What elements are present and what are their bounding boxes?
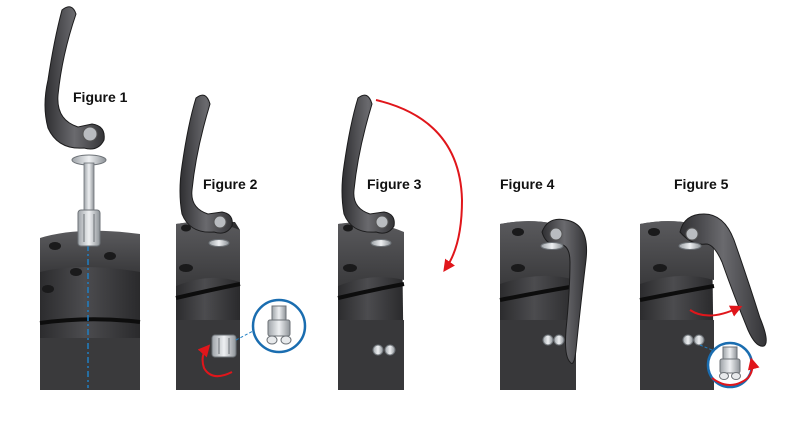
figure-5 [639,213,767,390]
figure-3-label: Figure 3 [367,176,422,192]
zoom-callout-icon [706,341,754,389]
bolt-icon [211,334,237,358]
lever-handle-icon [678,213,767,347]
rotation-arrow-icon [711,357,760,386]
bolt-icon [682,334,705,346]
figure-4-label: Figure 4 [500,176,555,192]
flange-icon [499,221,577,390]
figure-5-label: Figure 5 [674,176,729,192]
zoom-callout-icon [251,298,307,354]
figure-1-label: Figure 1 [73,89,128,105]
bolt-icon [71,154,107,247]
flange-icon [337,222,405,390]
bolt-icon [372,344,396,356]
figure-4 [499,218,588,390]
flange-icon [175,221,241,390]
bolt-icon [542,334,565,346]
figure-1 [39,6,141,390]
callout-leader-line [235,329,256,341]
callout-leader-line [699,344,713,351]
lever-handle-icon [44,6,105,150]
figure-2-label: Figure 2 [203,176,258,192]
figure-2 [175,94,307,390]
rotation-arrow-icon [375,99,464,272]
lever-handle-icon [179,94,233,247]
lever-handle-icon [341,94,395,247]
lever-handle-icon [540,218,588,364]
rotation-arrow-icon [197,344,233,378]
flange-icon [39,230,141,390]
rotation-arrow-icon [689,305,743,317]
figure-3 [337,94,464,390]
flange-icon [639,221,715,390]
